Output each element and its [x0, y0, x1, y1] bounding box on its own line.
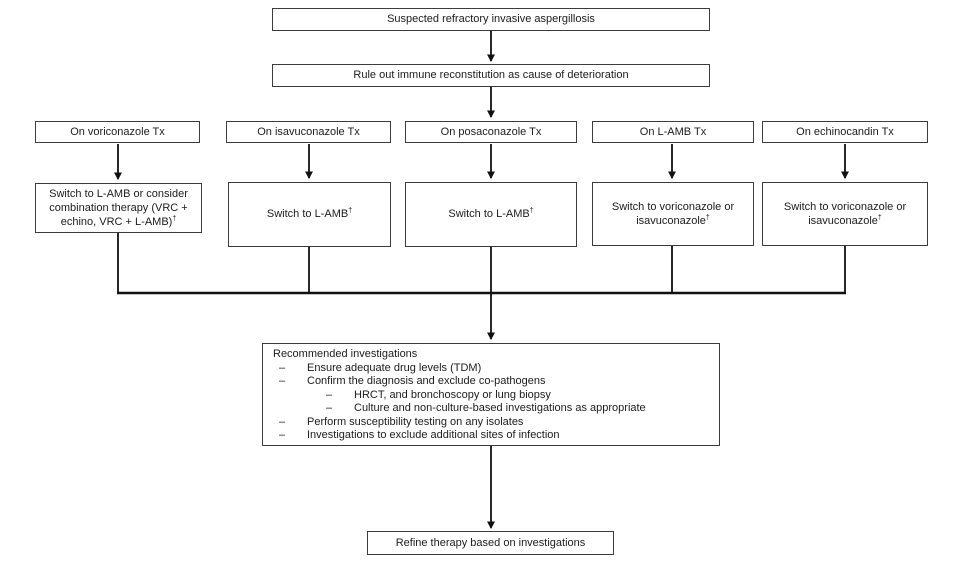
action-label: Switch to L-AMB†	[448, 207, 534, 221]
node-action-voriconazole: Switch to L-AMB or consider combination …	[35, 183, 202, 233]
node-refine-therapy: Refine therapy based on investigations	[367, 531, 614, 555]
node-action-isavuconazole: Switch to L-AMB†	[228, 182, 391, 247]
investigation-text: Perform susceptibility testing on any is…	[307, 415, 524, 428]
list-dash: –	[326, 402, 333, 414]
node-rule-out-label: Rule out immune reconstitution as cause …	[353, 69, 629, 82]
branch-header-label: On L-AMB Tx	[639, 125, 707, 138]
list-dash: –	[326, 388, 333, 401]
investigation-text: Confirm the diagnosis and exclude co-pat…	[307, 375, 546, 387]
node-on-posaconazole: On posaconazole Tx	[405, 121, 577, 143]
action-label: Switch to voriconazole or isavuconazole†	[611, 200, 735, 227]
node-action-posaconazole: Switch to L-AMB†	[405, 182, 577, 247]
investigation-item: – Investigations to exclude additional s…	[271, 429, 711, 443]
action-label: Switch to L-AMB†	[266, 207, 353, 221]
node-refine-label: Refine therapy based on investigations	[395, 536, 586, 549]
action-label: Switch to voriconazole or isavuconazole†	[783, 200, 907, 227]
action-label: Switch to L-AMB or consider combination …	[49, 187, 188, 229]
branch-header-label: On voriconazole Tx	[70, 125, 165, 138]
node-action-echinocandin: Switch to voriconazole or isavuconazole†	[762, 182, 928, 246]
investigation-item: – Confirm the diagnosis and exclude co-p…	[271, 375, 711, 389]
node-suspected-label: Suspected refractory invasive aspergillo…	[387, 13, 595, 26]
dagger-footnote: †	[348, 207, 353, 215]
dagger-footnote: †	[877, 214, 882, 222]
investigation-text: Investigations to exclude additional sit…	[307, 429, 560, 441]
dagger-footnote: †	[529, 207, 534, 215]
investigations-title: Recommended investigations	[273, 348, 418, 360]
list-dash: –	[279, 429, 286, 441]
list-dash: –	[279, 361, 286, 374]
node-rule-out: Rule out immune reconstitution as cause …	[272, 64, 710, 87]
investigation-item: – Perform susceptibility testing on any …	[271, 416, 711, 430]
branch-header-label: On isavuconazole Tx	[257, 125, 360, 138]
list-dash: –	[279, 375, 286, 387]
list-dash: –	[279, 415, 286, 428]
node-action-lamb: Switch to voriconazole or isavuconazole†	[592, 182, 754, 246]
node-on-echinocandin: On echinocandin Tx	[762, 121, 928, 143]
investigation-text: Ensure adequate drug levels (TDM)	[307, 361, 482, 374]
investigation-item: – Ensure adequate drug levels (TDM)	[271, 362, 711, 376]
branch-header-label: On echinocandin Tx	[796, 125, 894, 138]
node-on-voriconazole: On voriconazole Tx	[35, 121, 200, 143]
investigation-text: HRCT, and bronchoscopy or lung biopsy	[354, 388, 551, 401]
investigation-text: Culture and non-culture-based investigat…	[354, 402, 646, 414]
investigation-subitem: – Culture and non-culture-based investig…	[271, 402, 711, 416]
node-on-lamb: On L-AMB Tx	[592, 121, 754, 143]
dagger-footnote: †	[172, 215, 177, 223]
node-investigations: Recommended investigations – Ensure adeq…	[262, 343, 720, 446]
investigation-subitem: – HRCT, and bronchoscopy or lung biopsy	[271, 389, 711, 403]
dagger-footnote: †	[705, 214, 710, 222]
node-on-isavuconazole: On isavuconazole Tx	[226, 121, 391, 143]
branch-header-label: On posaconazole Tx	[440, 125, 542, 138]
node-suspected: Suspected refractory invasive aspergillo…	[272, 8, 710, 31]
